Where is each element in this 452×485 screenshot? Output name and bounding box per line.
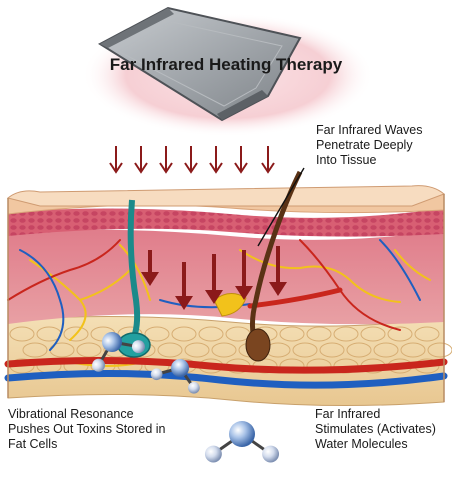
infrared-arrows — [109, 146, 275, 174]
tissue-arrow — [235, 250, 253, 300]
down-arrow — [209, 146, 223, 174]
fat-cell — [292, 342, 318, 358]
waves-annotation: Far Infrared Waves Penetrate Deeply Into… — [316, 123, 423, 167]
arrow-head — [134, 162, 148, 174]
waves-pointer — [257, 167, 305, 247]
down-arrow — [109, 146, 123, 174]
dermis-layer — [8, 229, 444, 325]
fat-cell — [171, 326, 197, 342]
fat-cell — [414, 326, 440, 342]
fat-cell — [144, 326, 170, 342]
hydrogen-atom — [204, 445, 222, 463]
oxygen-atom — [229, 421, 255, 447]
toxins-line-3: Fat Cells — [8, 436, 58, 451]
down-arrow — [134, 146, 148, 174]
oxygen-atom — [102, 332, 122, 352]
toxins-line-2: Pushes Out Toxins Stored in — [8, 421, 166, 436]
down-arrow — [234, 146, 248, 174]
fat-cell — [198, 326, 224, 342]
fat-cell — [279, 326, 305, 342]
tissue-arrow — [175, 262, 193, 310]
fat-cell — [346, 342, 372, 358]
fat-cell — [9, 326, 35, 342]
arrow-head — [184, 162, 198, 174]
skin-block — [4, 170, 452, 407]
hydrogen-atom — [150, 368, 163, 381]
water-line-3: Water Molecules — [315, 436, 408, 451]
arrow-head — [261, 162, 275, 174]
tissue-arrow-head — [269, 282, 287, 296]
fat-cell — [387, 326, 413, 342]
fat-cells — [9, 326, 452, 374]
fat-cell — [427, 342, 452, 358]
tissue-arrow-head — [235, 286, 253, 300]
waves-line-3: Into Tissue — [316, 152, 377, 167]
fat-cell — [22, 342, 48, 358]
toxins-line-1: Vibrational Resonance — [8, 407, 134, 421]
title: Far Infrared Heating Therapy — [109, 55, 343, 74]
hydrogen-atom — [262, 445, 280, 463]
water-molecule — [204, 421, 280, 463]
arrow-head — [234, 162, 248, 174]
fat-cell — [306, 326, 332, 342]
hydrogen-atom — [131, 340, 145, 354]
block-edge — [7, 194, 445, 402]
blood-vessels — [4, 239, 448, 389]
waves-line-2: Penetrate Deeply — [316, 137, 413, 152]
arrow-head — [209, 162, 223, 174]
tissue-arrow-head — [175, 296, 193, 310]
fat-cell — [400, 342, 426, 358]
down-arrow — [261, 146, 275, 174]
arrow-head — [109, 162, 123, 174]
arrow-head — [159, 162, 173, 174]
down-arrow — [159, 146, 173, 174]
fat-cell — [157, 342, 183, 358]
skin-surface — [6, 185, 445, 207]
water-line-1: Far Infrared — [315, 407, 381, 421]
hydrogen-atom — [92, 358, 106, 372]
water-annotation: Far Infrared Stimulates (Activates) Wate… — [315, 407, 436, 451]
oxygen-atom — [171, 359, 189, 377]
fat-cell — [373, 342, 399, 358]
tissue-arrows — [141, 246, 287, 310]
toxins-annotation: Vibrational Resonance Pushes Out Toxins … — [8, 407, 166, 451]
fat-cell — [63, 326, 89, 342]
water-line-2: Stimulates (Activates) — [315, 421, 436, 436]
fat-cell — [184, 342, 210, 358]
sebaceous-gland — [213, 293, 247, 317]
water-molecules — [92, 332, 280, 463]
fat-cell — [211, 342, 237, 358]
water-molecule — [92, 332, 145, 372]
fat-cell — [360, 326, 386, 342]
waves-line-1: Far Infrared Waves — [316, 123, 423, 137]
cell-band — [8, 208, 444, 237]
tissue-arrow-head — [141, 272, 159, 286]
hair-follicle — [245, 170, 303, 362]
heating-pad — [97, 6, 302, 122]
down-arrow — [184, 146, 198, 174]
water-molecule — [150, 359, 200, 394]
tissue-arrow-head — [205, 290, 223, 304]
fat-cell — [333, 326, 359, 342]
tissue-arrow — [205, 254, 223, 304]
tissue-arrow — [141, 250, 159, 286]
fat-cell — [319, 342, 345, 358]
hydrogen-atom — [188, 381, 200, 394]
tissue-arrow — [269, 246, 287, 296]
